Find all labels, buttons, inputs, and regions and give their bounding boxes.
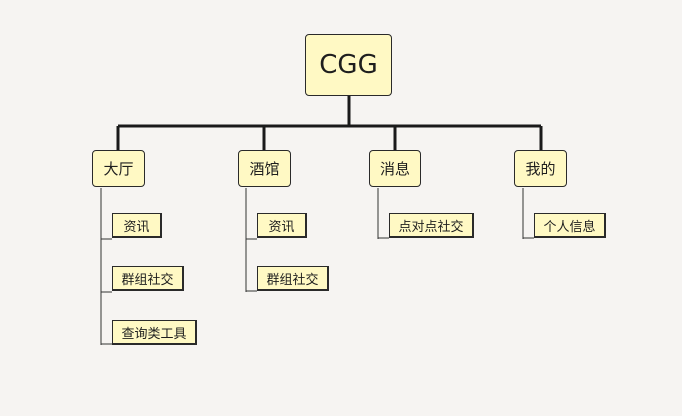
category-node-messages[interactable]: 消息 — [369, 150, 421, 187]
leaf-node-label: 资讯 — [123, 219, 150, 235]
category-node-label: 消息 — [379, 160, 410, 178]
leaf-node-label: 点对点社交 — [398, 219, 464, 235]
leaf-node-p2p-social[interactable]: 点对点社交 — [389, 213, 474, 238]
category-node-label: 我的 — [525, 160, 556, 178]
category-node-tavern[interactable]: 酒馆 — [238, 150, 291, 187]
leaf-node-query-tools[interactable]: 查询类工具 — [112, 320, 197, 345]
leaf-node-label: 资讯 — [268, 219, 295, 235]
leaf-node-group-social[interactable]: 群组社交 — [112, 266, 184, 291]
leaf-node-label: 群组社交 — [121, 272, 174, 288]
leaf-node-label: 查询类工具 — [121, 326, 187, 342]
leaf-node-personal-info[interactable]: 个人信息 — [534, 213, 606, 238]
leaf-node-group-social[interactable]: 群组社交 — [257, 266, 329, 291]
root-node-label: CGG — [319, 50, 378, 80]
leaf-node-label: 群组社交 — [266, 272, 319, 288]
leaf-node-news[interactable]: 资讯 — [257, 213, 307, 238]
category-node-label: 酒馆 — [249, 160, 280, 178]
root-node[interactable]: CGG — [305, 34, 392, 96]
category-node-mine[interactable]: 我的 — [514, 150, 567, 187]
category-node-lobby[interactable]: 大厅 — [92, 150, 145, 187]
leaf-node-news[interactable]: 资讯 — [112, 213, 162, 238]
category-node-label: 大厅 — [103, 160, 134, 178]
leaf-node-label: 个人信息 — [543, 219, 596, 235]
